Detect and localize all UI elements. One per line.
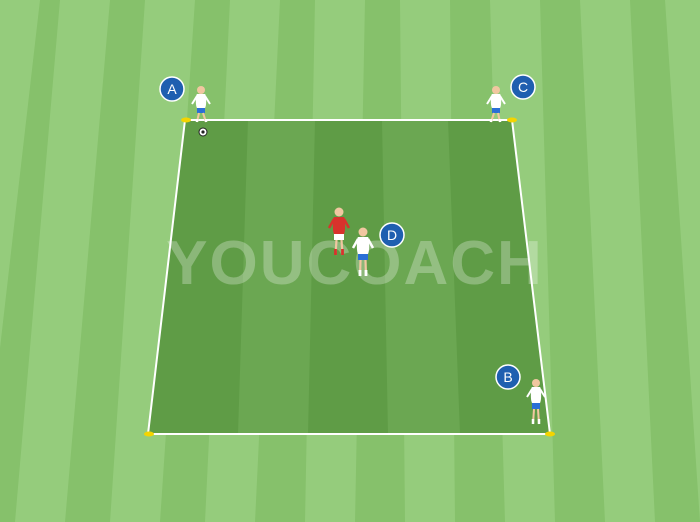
player-b (526, 379, 546, 425)
player-figure-icon (191, 86, 211, 123)
badge-b: B (495, 364, 521, 390)
player-figure-icon (526, 379, 546, 425)
badge-d: D (379, 222, 405, 248)
svg-text:B: B (503, 369, 512, 385)
cone-icon (507, 117, 517, 123)
cone-icon (545, 431, 555, 437)
training-area (146, 119, 552, 435)
cones (144, 117, 555, 437)
player-a (191, 86, 211, 137)
player-red (327, 207, 351, 256)
svg-text:A: A (167, 81, 177, 97)
player-figure-icon (351, 227, 375, 277)
player-figure-icon (486, 86, 506, 123)
cone-icon (144, 431, 154, 437)
player-c (486, 86, 506, 123)
badge-a: A (159, 76, 185, 102)
cone-icon (181, 117, 191, 123)
player-d (351, 227, 375, 277)
svg-text:C: C (518, 79, 528, 95)
svg-text:D: D (387, 227, 397, 243)
watermark-text: YOUCOACH (166, 229, 544, 298)
ball-icon (198, 127, 208, 137)
player-figure-icon (327, 207, 351, 256)
badge-c: C (510, 74, 536, 100)
